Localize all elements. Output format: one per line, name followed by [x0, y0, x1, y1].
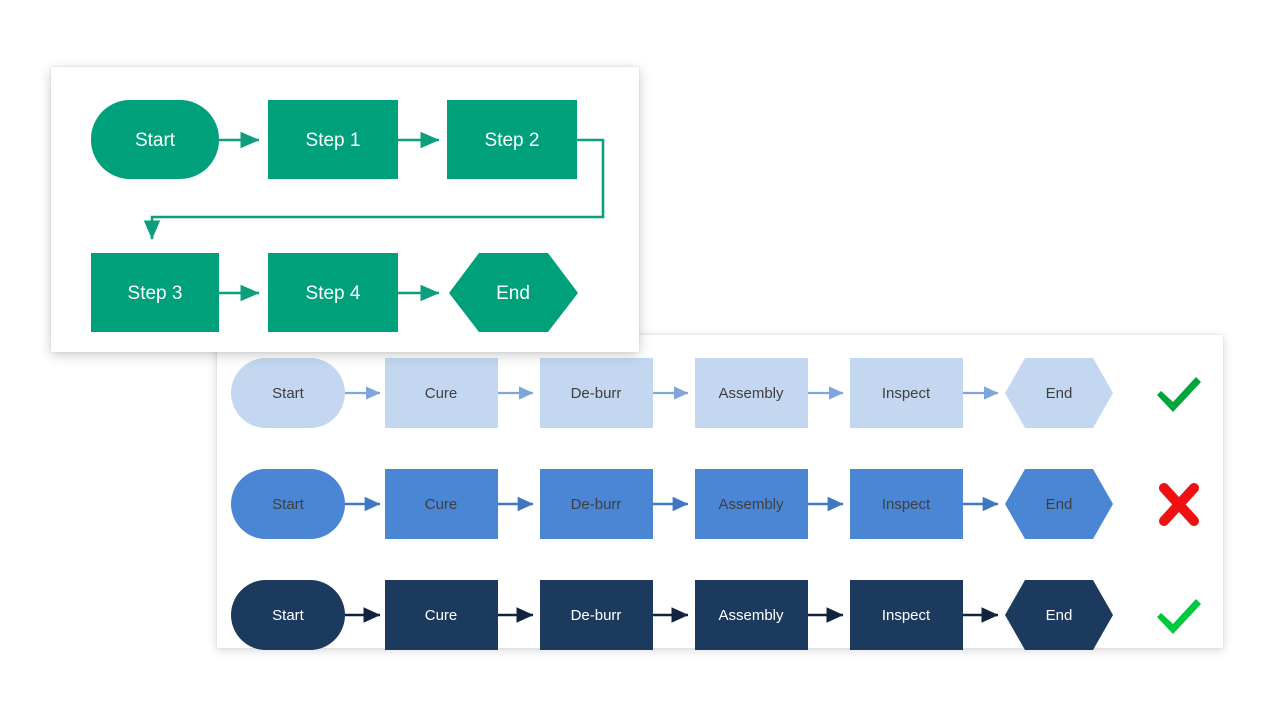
node-step-3[interactable]	[91, 253, 219, 332]
node-label-start: Start	[272, 385, 305, 402]
node-label-deburr: De-burr	[571, 607, 622, 624]
node-cure[interactable]	[385, 580, 498, 650]
node-cure[interactable]	[385, 358, 498, 428]
check-icon	[1157, 377, 1201, 412]
node-label-cure: Cure	[425, 496, 458, 513]
flow-row-medium-diagram: Start Cure De-burr Assembly Inspect End	[231, 469, 1113, 539]
node-label-start: Start	[272, 496, 305, 513]
node-start[interactable]	[231, 358, 345, 428]
green-connectors	[143, 131, 605, 302]
node-label-end: End	[1046, 385, 1073, 402]
node-label-step-3: Step 3	[128, 283, 183, 304]
variant-row-medium[interactable]: Start Cure De-burr Assembly Inspect End	[217, 456, 1223, 552]
node-label-step-1: Step 1	[306, 130, 361, 151]
node-assembly[interactable]	[695, 580, 808, 650]
node-start[interactable]	[91, 100, 219, 179]
node-start[interactable]	[231, 469, 345, 539]
node-label-end: End	[1046, 496, 1073, 513]
node-label-deburr: De-burr	[571, 385, 622, 402]
node-label-step-4: Step 4	[306, 283, 361, 304]
node-label-cure: Cure	[425, 385, 458, 402]
node-label-deburr: De-burr	[571, 496, 622, 513]
node-step-1[interactable]	[268, 100, 398, 179]
node-step-4[interactable]	[268, 253, 398, 332]
node-inspect[interactable]	[850, 469, 963, 539]
node-assembly[interactable]	[695, 469, 808, 539]
flowchart-template-card[interactable]: Start Step 1 Step 2 Step 3 Step 4 End	[51, 67, 639, 352]
flow-row-dark-diagram: Start Cure De-burr Assembly Inspect End	[231, 580, 1113, 650]
variant-row-dark[interactable]: Start Cure De-burr Assembly Inspect End	[217, 567, 1223, 663]
green-flowchart-diagram: Start Step 1 Step 2 Step 3 Step 4 End	[91, 100, 605, 332]
node-deburr[interactable]	[540, 469, 653, 539]
node-cure[interactable]	[385, 469, 498, 539]
node-deburr[interactable]	[540, 580, 653, 650]
node-end[interactable]	[449, 253, 578, 332]
node-end[interactable]	[1005, 580, 1113, 650]
node-label-end: End	[496, 283, 530, 304]
check-icon	[1157, 599, 1201, 634]
node-inspect[interactable]	[850, 358, 963, 428]
node-label-inspect: Inspect	[882, 385, 931, 402]
process-variants-card[interactable]: Start Cure De-burr Assembly Inspect End	[217, 335, 1223, 650]
node-label-cure: Cure	[425, 607, 458, 624]
node-label-start: Start	[135, 130, 176, 151]
node-deburr[interactable]	[540, 358, 653, 428]
node-label-start: Start	[272, 607, 305, 624]
node-label-end: End	[1046, 607, 1073, 624]
node-end[interactable]	[1005, 469, 1113, 539]
node-label-assembly: Assembly	[718, 496, 784, 513]
node-label-inspect: Inspect	[882, 496, 931, 513]
node-label-inspect: Inspect	[882, 607, 931, 624]
node-inspect[interactable]	[850, 580, 963, 650]
flow-row-light-diagram: Start Cure De-burr Assembly Inspect End	[231, 358, 1113, 428]
node-label-assembly: Assembly	[718, 607, 784, 624]
cross-icon	[1159, 483, 1199, 526]
node-step-2[interactable]	[447, 100, 577, 179]
node-start[interactable]	[231, 580, 345, 650]
node-label-assembly: Assembly	[718, 385, 784, 402]
node-assembly[interactable]	[695, 358, 808, 428]
node-label-step-2: Step 2	[485, 130, 540, 151]
node-end[interactable]	[1005, 358, 1113, 428]
variant-row-light[interactable]: Start Cure De-burr Assembly Inspect End	[217, 345, 1223, 441]
